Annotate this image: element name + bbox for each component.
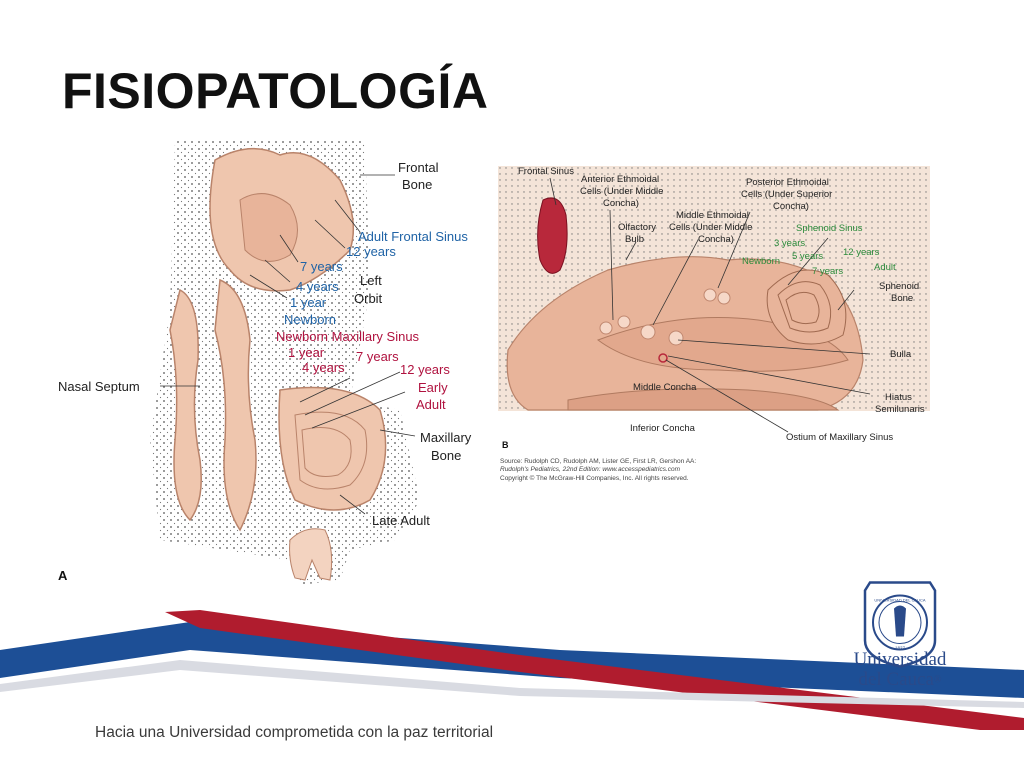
leader-ostium [665,359,789,433]
label-middle-ethmoidal: Middle Ethmoidal Cells (Under Middle Con… [669,210,755,245]
septum-middle-shape [214,278,257,532]
figure-a-frontal-sinus-diagram: Frontal Bone Adult Frontal Sinus 12 year… [58,140,475,585]
tooth-shape [289,528,333,581]
label-left-orbit: Left Orbit [354,273,385,306]
leader-sphenoid-sinus [787,237,829,286]
label-hiatus-semilunaris: Hiatus Semilunaris [875,392,925,415]
label-4-years-maxillary: 4 years [302,360,345,375]
leader-bulla [677,339,871,355]
sphenoid-curve-1 [777,281,832,333]
panel-letter-a: A [58,568,68,583]
university-name-line2: del Cauca [858,669,934,690]
leader-adult-frontal [334,199,361,233]
middle-ethmoid-cell-1 [640,324,656,340]
university-name: Universidad del Cauca® [845,650,955,691]
label-12-years-maxillary: 12 years [400,362,450,377]
maxillary-sinus-shape [278,386,387,511]
leader-hiatus [667,355,871,395]
university-name-line2-wrapper: del Cauca® [845,670,955,691]
sphenoid-sinus-shape [766,269,847,345]
source-line-3: Copyright © The McGraw-Hill Companies, I… [500,474,689,482]
label-late-adult: Late Adult [372,513,430,528]
label-newborn-frontal: Newborn [284,312,336,327]
label-nasal-septum: Nasal Septum [58,379,140,394]
frontal-sinus-inner [239,193,298,262]
inferior-concha-shape [567,388,840,411]
sphenoid-curve-2 [785,291,820,325]
label-anterior-ethmoidal: Anterior Ethmoidal Cells (Under Middle C… [580,174,666,209]
leader-7y-max [299,377,351,403]
slide-title: FISIOPATOLOGÍA [62,63,489,119]
label-middle-concha: Middle Concha [633,382,697,393]
frontal-sinus-red-shape [537,197,568,274]
label-newborn-maxillary-sinus: Newborn Maxillary Sinus [276,329,420,344]
label-frontal-bone: Frontal Bone [398,160,442,192]
leader-frontal-sinus [549,177,557,206]
label-4-years-frontal: 4 years [296,279,339,294]
label-7-years-frontal: 7 years [300,259,343,274]
footer-motto: Hacia una Universidad comprometida con l… [95,724,494,741]
panel-letter-b: B [502,440,509,450]
maxillary-curve-2 [301,427,352,477]
source-line-2: Rudolph's Pediatrics, 22nd Edition: www.… [500,466,681,473]
label-1-year-maxillary: 1 year [288,345,325,360]
label-newborn: Newborn [742,256,780,267]
middle-ethmoid-cell-2 [668,330,684,346]
septum-left-shape [169,288,202,522]
leader-7y-frontal [279,234,299,263]
leader-1y-frontal [249,274,288,299]
label-maxillary-bone: Maxillary Bone [420,430,475,463]
label-1-year-frontal: 1 year [290,295,327,310]
leader-posterior-ethmoidal [717,211,751,289]
label-7-years-maxillary: 7 years [356,349,399,364]
label-7-years: 7 years [812,266,843,277]
leader-middle-ethmoidal [652,239,699,326]
anterior-ethmoid-cell-1 [599,321,613,335]
label-5-years: 5 years [792,251,823,262]
leader-late-adult [339,494,366,515]
leader-olfactory-bulb [625,241,637,261]
seal-text: UNIVERSIDAD DEL CAUCA [874,598,926,603]
label-adult-frontal-sinus: Adult Frontal Sinus [358,229,468,244]
label-frontal-sinus: Frontal Sinus [518,166,574,177]
posterior-ethmoid-cell-2 [717,291,731,305]
label-early-adult: Early Adult [416,380,451,412]
leader-4y-frontal [264,259,291,283]
ostium-marker [658,353,668,363]
figure-b-lateral-sinus-diagram: Frontal Sinus Anterior Ethmoidal Cells (… [498,166,930,482]
seal-inner-ring [878,601,922,644]
leader-maxillary-bone [379,429,416,437]
label-bulla: Bulla [890,349,912,360]
label-posterior-ethmoidal: Posterior Ethmoidal Cells (Under Superio… [741,177,835,212]
label-inferior-concha: Inferior Concha [630,423,696,434]
posterior-ethmoid-cell-1 [703,288,717,302]
seal-year: 1827 [895,646,906,651]
leader-early-adult [311,391,406,429]
source-line-1: Source: Rudolph CD, Rudolph AM, Lister G… [500,458,696,465]
label-adult: Adult [874,262,896,273]
leader-12y-frontal [314,219,346,249]
anterior-ethmoid-cell-2 [617,315,631,329]
label-sphenoid-bone: Sphenoid Bone [879,281,922,304]
grey-stripe [0,660,1024,708]
label-3-years: 3 years [774,238,805,249]
leader-anterior-ethmoidal [609,209,614,321]
university-name-line1: Universidad [853,649,947,670]
registered-mark: ® [933,674,942,686]
label-olfactory-bulb: Olfactory Bulb [618,222,659,245]
seal-ring [872,594,928,651]
decorative-stripes [0,610,1024,730]
university-seal-logo: UNIVERSIDAD DEL CAUCA 1827 [863,581,937,668]
maxillary-curve-1 [294,411,368,490]
leader-12y-max [304,371,401,416]
seal-emblem [894,605,906,637]
label-12-years: 12 years [843,247,880,258]
label-12-years-frontal: 12 years [346,244,396,259]
label-ostium-maxillary-sinus: Ostium of Maxillary Sinus [786,432,893,443]
label-sphenoid-sinus: Sphenoid Sinus [796,223,863,234]
leader-sphenoid-bone [837,289,855,311]
